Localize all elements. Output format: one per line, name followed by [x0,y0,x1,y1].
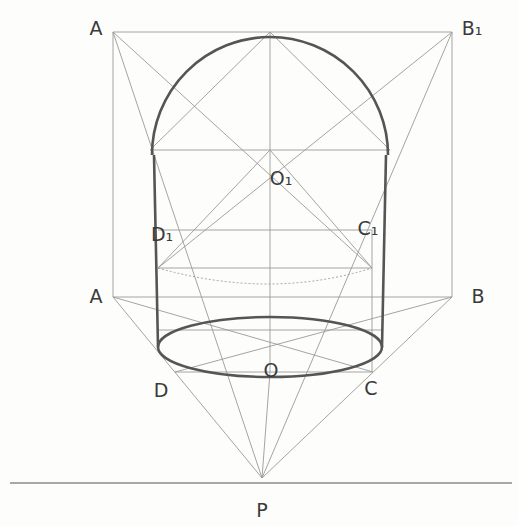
point-label: B [469,286,486,307]
point-label: A [88,286,105,307]
point-label: C [362,378,379,399]
cylinder-outline [152,37,388,377]
point-label: O [262,360,281,381]
horizon-line [10,482,512,483]
point-label: B₁ [460,18,485,39]
point-label: O₁ [268,168,295,189]
point-label: D [152,380,171,401]
point-label: A [88,18,105,39]
point-label: C₁ [356,218,381,239]
construction-lines [113,32,452,478]
point-label: P [254,500,269,521]
point-label: D₁ [149,224,175,245]
